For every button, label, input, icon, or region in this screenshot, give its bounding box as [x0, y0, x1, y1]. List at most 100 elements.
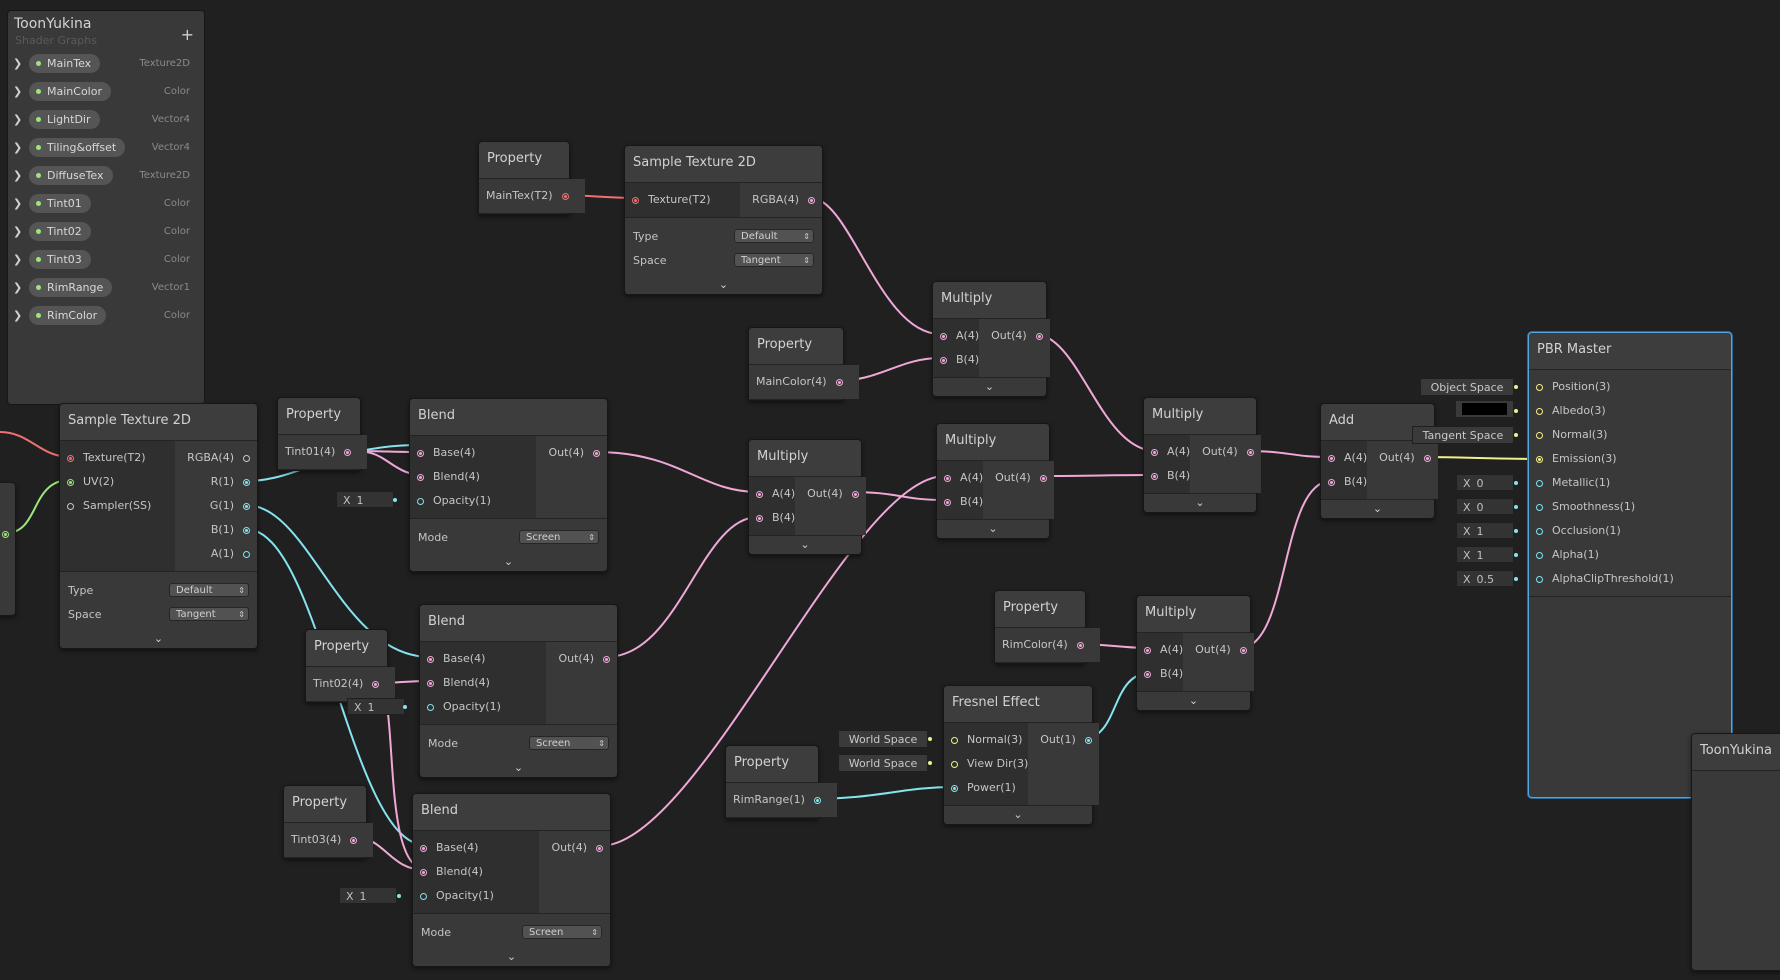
- property-pill[interactable]: MainColor: [29, 81, 111, 101]
- port-b-in[interactable]: B(4): [937, 490, 983, 514]
- port-dot[interactable]: [67, 454, 74, 462]
- chevron-right-icon[interactable]: ❯: [13, 84, 23, 98]
- port-position-in[interactable]: Position(3): [1529, 375, 1731, 399]
- port-dot[interactable]: [593, 449, 600, 457]
- port-dot[interactable]: [1423, 454, 1431, 462]
- chevron-right-icon[interactable]: ❯: [13, 308, 23, 322]
- property-pill[interactable]: RimRange: [29, 277, 113, 297]
- collapse-chevron-icon[interactable]: ⌄: [60, 630, 257, 648]
- port-dot[interactable]: [1328, 454, 1335, 462]
- port-g-out[interactable]: G(1): [175, 494, 257, 518]
- port-base-in[interactable]: Base(4): [413, 836, 539, 860]
- port-dot[interactable]: [372, 680, 380, 688]
- port-alphaclip-in[interactable]: AlphaClipThreshold(1): [1529, 567, 1731, 591]
- port-dot[interactable]: [1328, 478, 1335, 486]
- port-opacity-in[interactable]: Opacity(1): [410, 489, 536, 513]
- node-property-maincolor[interactable]: Property MainColor(4): [748, 327, 859, 401]
- port-a-in[interactable]: A(4): [937, 466, 983, 490]
- port-dot[interactable]: [596, 844, 603, 852]
- port-dot[interactable]: [1536, 431, 1543, 439]
- collapse-chevron-icon[interactable]: ⌄: [937, 520, 1049, 538]
- port-a-in[interactable]: A(4): [933, 324, 979, 348]
- port-dot[interactable]: [417, 473, 424, 481]
- property-pill[interactable]: RimColor: [29, 305, 107, 325]
- port-out[interactable]: Out(4): [1190, 440, 1261, 464]
- port-alpha-in[interactable]: Alpha(1): [1529, 543, 1731, 567]
- port-dot[interactable]: [1151, 448, 1158, 456]
- port-a-in[interactable]: A(4): [1144, 440, 1190, 464]
- collapse-chevron-icon[interactable]: ⌄: [1321, 500, 1434, 518]
- port-out[interactable]: Out(1): [1028, 728, 1099, 752]
- port-dot[interactable]: [420, 844, 427, 852]
- port-dot[interactable]: [944, 498, 951, 506]
- offscreen-node-output-port[interactable]: [2, 531, 9, 538]
- space-dropdown[interactable]: Tangent: [169, 607, 249, 622]
- collapse-chevron-icon[interactable]: ⌄: [944, 806, 1092, 824]
- port-dot[interactable]: [243, 526, 250, 534]
- offscreen-node[interactable]: [0, 482, 16, 616]
- port-dot[interactable]: [951, 784, 958, 792]
- port-sampler-in[interactable]: Sampler(SS): [60, 494, 175, 518]
- chevron-right-icon[interactable]: ❯: [13, 56, 23, 70]
- port-viewdir-in[interactable]: View Dir(3): [944, 752, 1028, 776]
- port-dot[interactable]: [67, 502, 74, 510]
- property-pill[interactable]: LightDir: [29, 109, 100, 129]
- port-dot[interactable]: [243, 454, 250, 462]
- collapse-chevron-icon[interactable]: ⌄: [420, 759, 617, 777]
- port-occlusion-in[interactable]: Occlusion(1): [1529, 519, 1731, 543]
- port-rgba-out[interactable]: RGBA(4): [740, 188, 822, 212]
- port-dot[interactable]: [561, 192, 569, 200]
- port-out[interactable]: Out(4): [1367, 446, 1438, 470]
- port-dot[interactable]: [851, 490, 859, 498]
- port-b-in[interactable]: B(4): [1321, 470, 1367, 494]
- node-property-maintex[interactable]: Property MainTex(T2): [478, 141, 585, 215]
- port-a-in[interactable]: A(4): [1137, 638, 1183, 662]
- viewdir-space-field[interactable]: World Space: [838, 754, 928, 772]
- add-property-button[interactable]: +: [180, 25, 194, 44]
- port-a-out[interactable]: A(1): [175, 542, 257, 566]
- port-smoothness-in[interactable]: Smoothness(1): [1529, 495, 1731, 519]
- chevron-right-icon[interactable]: ❯: [13, 224, 23, 238]
- port-out[interactable]: Out(4): [546, 647, 617, 671]
- chevron-right-icon[interactable]: ❯: [13, 140, 23, 154]
- port-blend-in[interactable]: Blend(4): [420, 671, 546, 695]
- port-out[interactable]: Out(4): [795, 482, 866, 506]
- port-dot[interactable]: [1536, 383, 1543, 391]
- property-pill[interactable]: MainTex: [29, 53, 101, 73]
- property-pill[interactable]: Tiling&offset: [29, 137, 126, 157]
- chevron-right-icon[interactable]: ❯: [13, 112, 23, 126]
- port-dot[interactable]: [417, 497, 424, 505]
- port-maincolor-out[interactable]: MainColor(4): [749, 370, 859, 394]
- port-dot[interactable]: [1246, 448, 1254, 456]
- port-dot[interactable]: [756, 490, 763, 498]
- node-multiply-3[interactable]: Multiply A(4) B(4) Out(4) ⌄: [936, 423, 1054, 539]
- port-emission-in[interactable]: Emission(3): [1529, 447, 1731, 471]
- port-dot[interactable]: [808, 196, 815, 204]
- port-dot[interactable]: [427, 679, 434, 687]
- collapse-chevron-icon[interactable]: ⌄: [625, 276, 822, 294]
- port-b-out[interactable]: B(1): [175, 518, 257, 542]
- position-space-field[interactable]: Object Space: [1420, 378, 1514, 396]
- port-dot[interactable]: [67, 478, 74, 486]
- port-metallic-in[interactable]: Metallic(1): [1529, 471, 1731, 495]
- port-dot[interactable]: [1084, 736, 1092, 744]
- port-dot[interactable]: [1239, 646, 1247, 654]
- collapse-chevron-icon[interactable]: ⌄: [413, 948, 610, 966]
- node-property-tint01[interactable]: Property Tint01(4): [277, 397, 368, 471]
- node-pbr-master[interactable]: PBR Master Position(3) Albedo(3) Normal(…: [1528, 332, 1732, 798]
- port-dot[interactable]: [1536, 527, 1543, 535]
- property-pill[interactable]: DiffuseTex: [29, 165, 113, 185]
- collapse-chevron-icon[interactable]: ⌄: [410, 553, 607, 571]
- port-tint01-out[interactable]: Tint01(4): [278, 440, 367, 464]
- port-dot[interactable]: [427, 703, 434, 711]
